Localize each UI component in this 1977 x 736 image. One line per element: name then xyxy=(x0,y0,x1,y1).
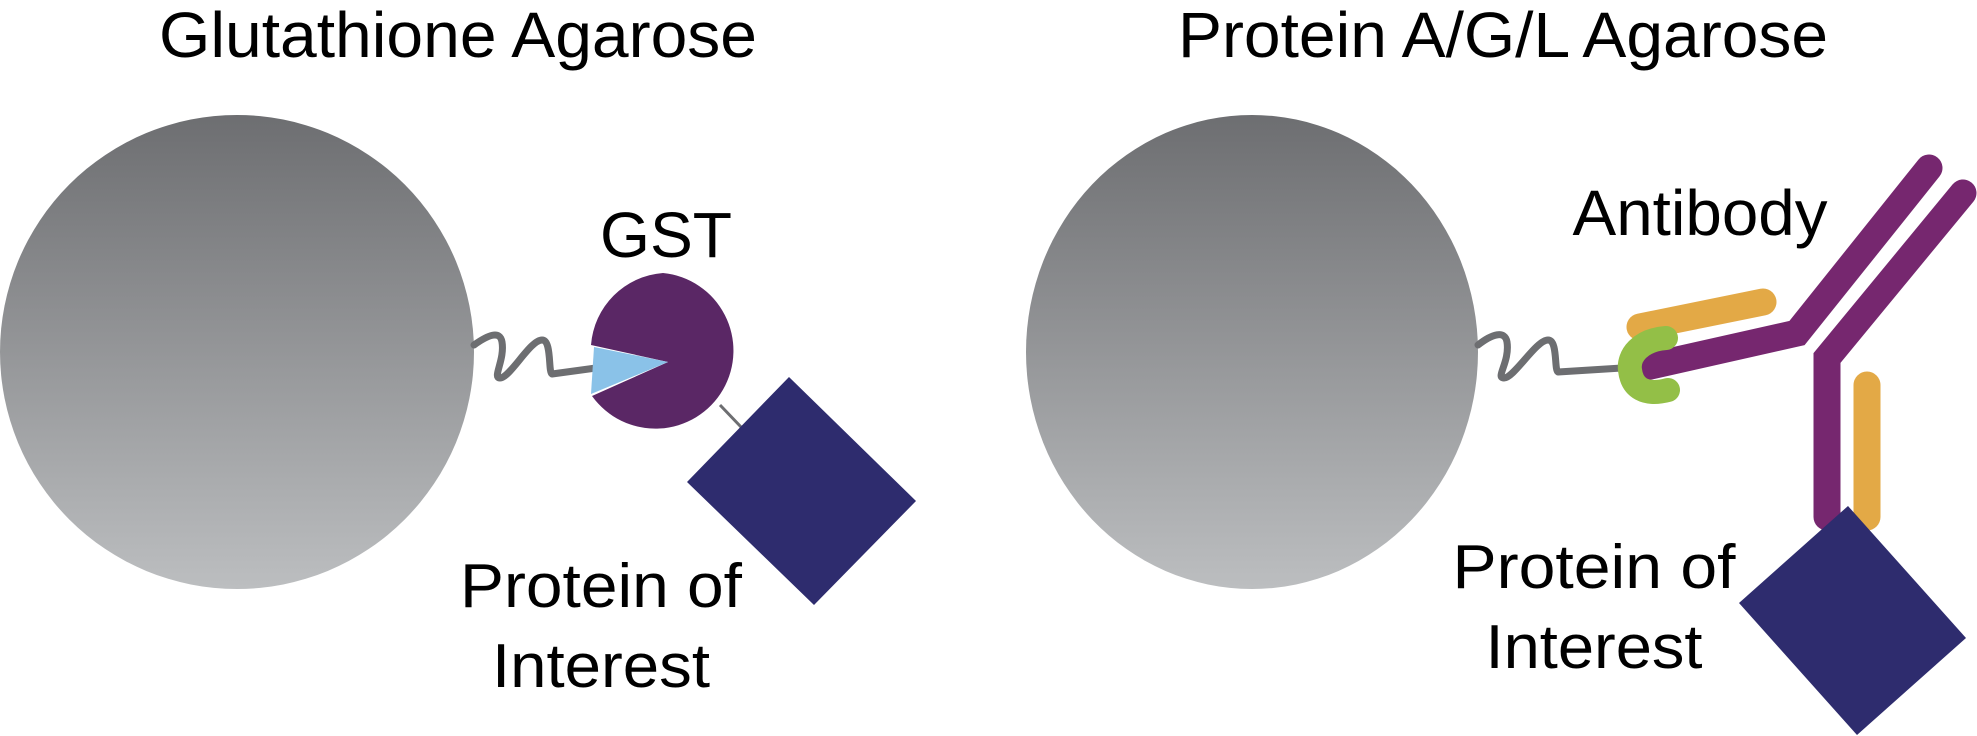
glutathione-ligand-icon xyxy=(591,347,668,394)
panel-glutathione-agarose: Glutathione Agarose GST Protein of Inter… xyxy=(0,0,916,701)
heavy-chain-outer xyxy=(1632,154,1943,381)
protein-of-interest-label-line1: Protein of xyxy=(1453,533,1737,602)
gst-tag-icon xyxy=(591,273,734,429)
protein-of-interest-label-line1: Protein of xyxy=(460,552,743,621)
linker-icon xyxy=(1474,331,1626,382)
agarose-bead xyxy=(1026,115,1478,589)
gst-label: GST xyxy=(600,199,732,271)
protein-of-interest-icon xyxy=(1739,506,1966,735)
protein-of-interest-label-line2: Interest xyxy=(1486,613,1703,682)
protein-agl-icon xyxy=(1617,326,1680,404)
antibody-label: Antibody xyxy=(1573,177,1828,249)
agarose-bead xyxy=(0,115,474,589)
panel-protein-agl-agarose: Protein A/G/L Agarose Antibody Protein o… xyxy=(1026,0,1977,735)
heavy-chain-inner xyxy=(1813,179,1977,531)
panel-title: Glutathione Agarose xyxy=(159,0,757,71)
protein-of-interest-icon xyxy=(687,377,916,605)
light-chain-upper xyxy=(1626,288,1777,341)
panel-title: Protein A/G/L Agarose xyxy=(1178,0,1828,71)
protein-of-interest-label-line2: Interest xyxy=(492,632,710,701)
linker-icon xyxy=(470,331,600,382)
fusion-linker-icon xyxy=(718,403,744,430)
antibody-icon xyxy=(1626,154,1977,531)
